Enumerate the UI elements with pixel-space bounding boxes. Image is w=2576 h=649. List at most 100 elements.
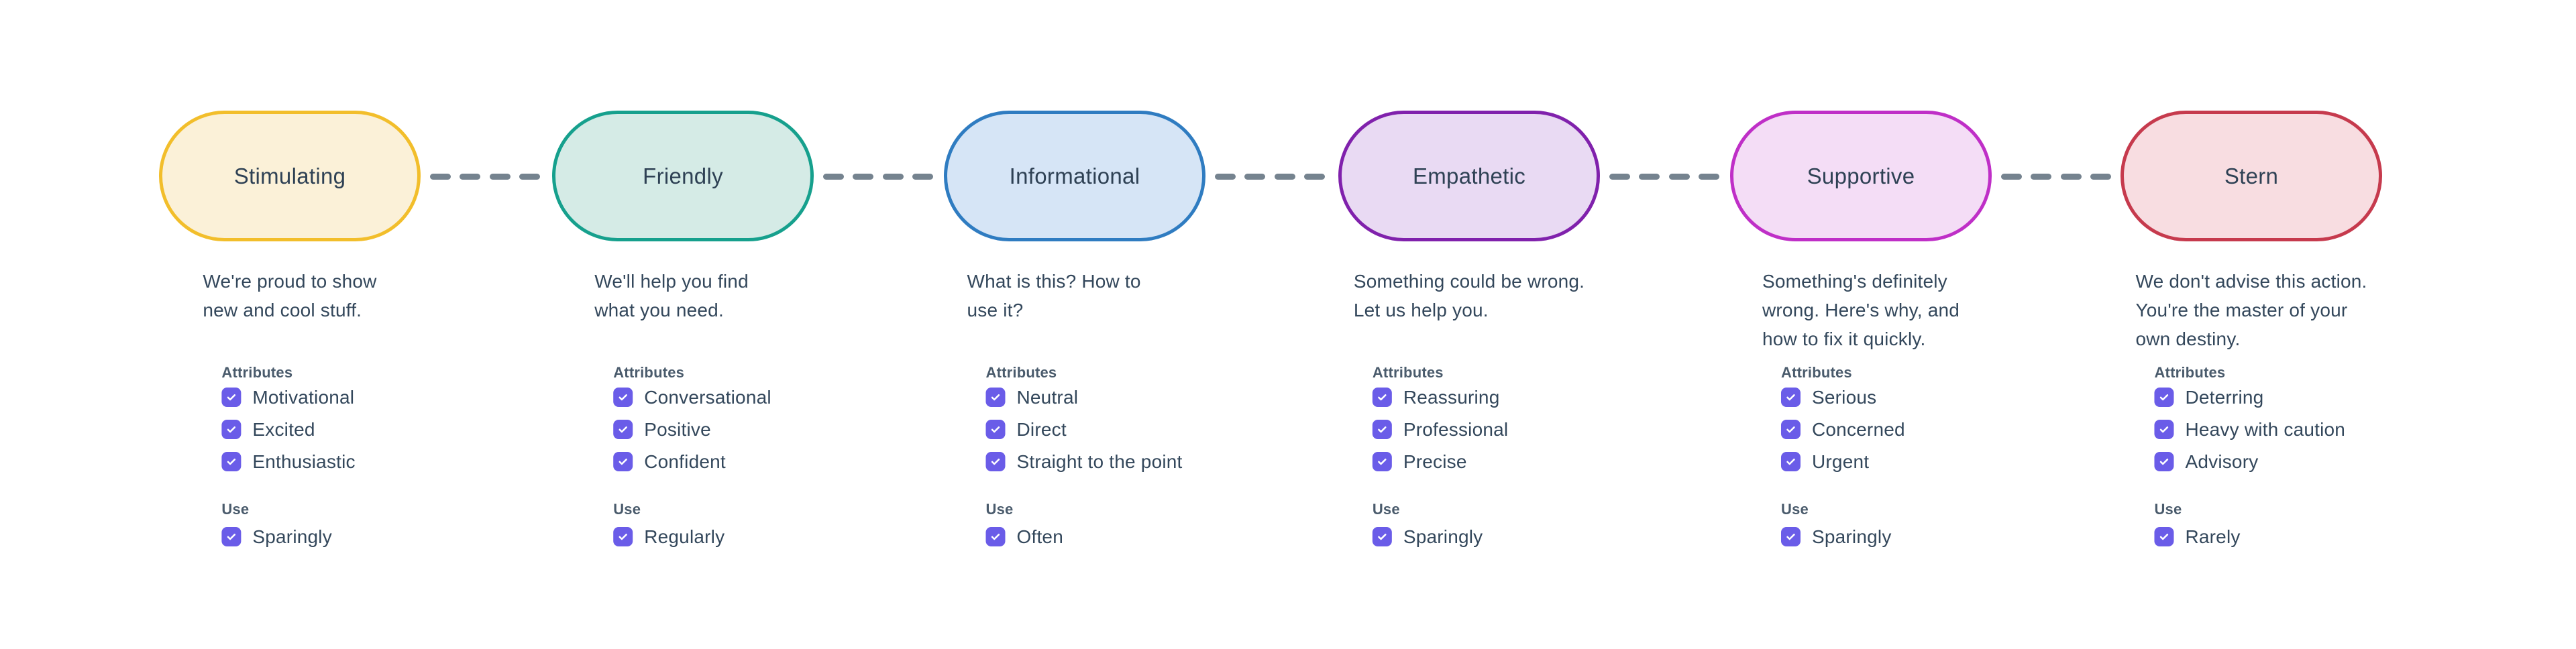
checkbox-checked[interactable] [985, 420, 1006, 439]
dash-segment [912, 174, 933, 180]
check-icon [227, 534, 236, 540]
attribute-label: Excited [252, 418, 315, 440]
tone-pill-label: Friendly [643, 163, 723, 188]
attribute-row: Neutral [985, 386, 1182, 408]
tone-pill-label: Empathetic [1412, 163, 1526, 188]
attribute-row: Positive [613, 419, 771, 440]
dash-segment [2060, 174, 2082, 180]
tone-pill: Stimulating [159, 111, 421, 241]
connector-dashed-line [2001, 174, 2111, 180]
dash-segment [519, 174, 540, 180]
dash-segment [1698, 174, 1719, 180]
attribute-row: Excited [221, 418, 376, 440]
attribute-row: Professional [1372, 419, 1585, 440]
checkbox-checked[interactable] [1780, 452, 1801, 471]
checkbox-checked[interactable] [221, 420, 241, 439]
check-icon [1378, 426, 1387, 433]
dash-segment [1303, 174, 1325, 180]
attribute-row: Enthusiastic [221, 451, 376, 472]
tone-column-empathetic: Empathetic Something could be wrong.Let … [1308, 0, 1719, 649]
description-line: use it? [967, 300, 1024, 320]
checkbox-checked[interactable] [613, 527, 633, 546]
checkbox-checked[interactable] [221, 388, 241, 407]
checkbox-checked[interactable] [1372, 527, 1392, 546]
use-list: Sparingly [1372, 526, 1585, 547]
attribute-label: Reassuring [1403, 386, 1500, 408]
checkbox-checked[interactable] [2154, 388, 2174, 407]
checkbox-checked[interactable] [1780, 527, 1801, 546]
checkbox-checked[interactable] [1372, 420, 1392, 439]
attribute-label: Advisory [2185, 451, 2259, 472]
description-line: What is this? How to [967, 271, 1141, 292]
checkbox-checked[interactable] [2154, 452, 2174, 471]
attribute-label: Direct [1016, 418, 1067, 440]
attribute-row: Reassuring [1372, 386, 1585, 408]
checkbox-checked[interactable] [1780, 388, 1801, 407]
use-list: Often [985, 526, 1182, 547]
attribute-row: Straight to the point [985, 451, 1182, 472]
checkbox-checked[interactable] [2154, 527, 2174, 546]
use-row: Regularly [613, 526, 771, 547]
dash-segment [1244, 174, 1266, 180]
attribute-row: Advisory [2154, 451, 2367, 472]
description-line: what you need. [594, 300, 724, 320]
tone-details: Something could be wrong.Let us help you… [1354, 267, 1585, 547]
dash-segment [1668, 174, 1690, 180]
dash-segment [1215, 174, 1236, 180]
tone-info: Attributes Deterring Heavy with caution … [2154, 363, 2367, 547]
attribute-label: Concerned [1811, 418, 1905, 440]
checkbox-checked[interactable] [2154, 420, 2174, 439]
attribute-label: Serious [1811, 386, 1877, 408]
check-icon [227, 426, 236, 433]
tone-description: Something could be wrong.Let us help you… [1354, 267, 1585, 363]
checkbox-checked[interactable] [1372, 388, 1392, 407]
tone-pill-label: Stimulating [233, 163, 346, 188]
attribute-label: Motivational [252, 386, 355, 408]
checkbox-checked[interactable] [985, 527, 1006, 546]
tone-info: Attributes Conversational Positive Confi… [613, 363, 771, 547]
dash-segment [853, 174, 874, 180]
use-label: Sparingly [1811, 526, 1892, 547]
attribute-label: Enthusiastic [252, 451, 356, 472]
check-icon [619, 534, 627, 540]
checkbox-checked[interactable] [613, 452, 633, 471]
tone-info: Attributes Neutral Direct Straight to th… [985, 363, 1182, 547]
attributes-list: Conversational Positive Confident [613, 387, 771, 472]
check-icon [2159, 394, 2169, 401]
description-line: We don't advise this action. [2135, 271, 2367, 292]
use-row: Sparingly [221, 526, 376, 547]
dash-segment [2031, 174, 2052, 180]
tone-column-stern: Stern We don't advise this action.You're… [2090, 0, 2412, 649]
checkbox-checked[interactable] [1372, 452, 1392, 471]
check-icon [227, 394, 236, 401]
check-icon [991, 534, 1000, 540]
check-icon [1378, 394, 1387, 401]
checkbox-checked[interactable] [985, 452, 1006, 471]
attribute-row: Direct [985, 418, 1182, 440]
checkbox-checked[interactable] [985, 388, 1006, 407]
tone-pill: Empathetic [1338, 111, 1600, 241]
use-header: Use [613, 501, 641, 518]
use-header: Use [221, 501, 250, 518]
attribute-label: Neutral [1016, 386, 1079, 408]
dash-segment [2001, 174, 2022, 180]
checkbox-checked[interactable] [1780, 420, 1801, 439]
attributes-header: Attributes [613, 364, 685, 381]
dash-segment [2090, 174, 2111, 180]
use-list: Sparingly [221, 526, 376, 547]
check-icon [619, 459, 627, 465]
dash-segment [460, 174, 481, 180]
use-label: Sparingly [1403, 526, 1483, 547]
checkbox-checked[interactable] [221, 527, 241, 546]
checkbox-checked[interactable] [613, 388, 633, 407]
use-row: Sparingly [1780, 526, 1960, 547]
check-icon [1786, 459, 1795, 465]
checkbox-checked[interactable] [221, 452, 241, 471]
use-row: Often [985, 526, 1182, 547]
attributes-list: Neutral Direct Straight to the point [985, 386, 1182, 472]
checkbox-checked[interactable] [613, 420, 633, 439]
